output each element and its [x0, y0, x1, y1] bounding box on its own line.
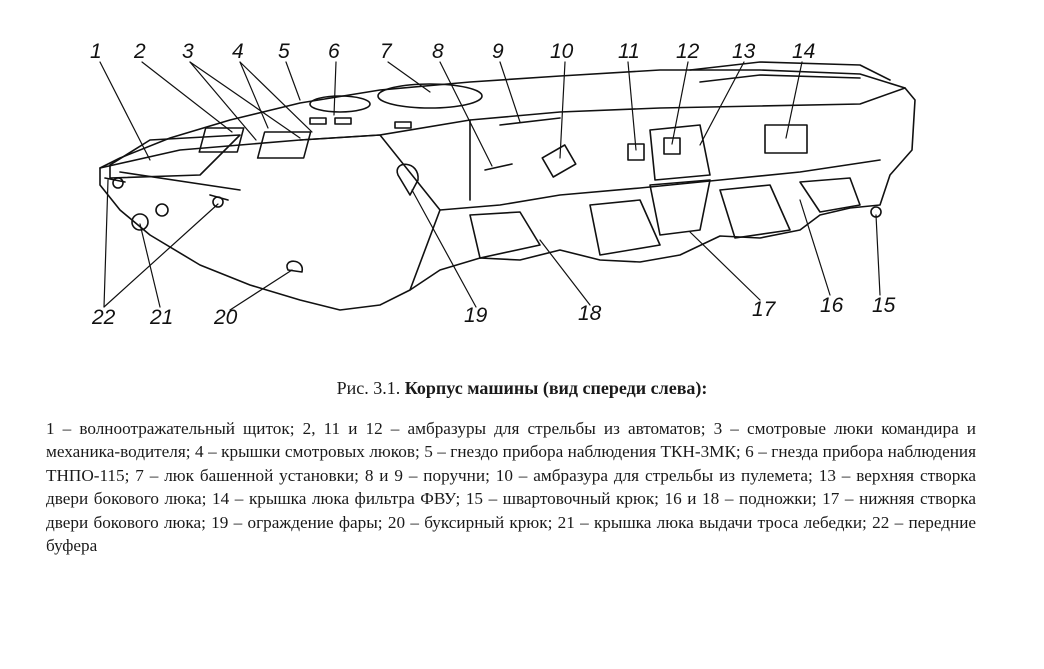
side-skirt — [439, 159, 881, 211]
callout-14: 14 — [792, 40, 815, 63]
callout-15: 15 — [872, 294, 896, 317]
legend-item-13: 16 и 18 – подножки; — [664, 489, 817, 509]
callout-16: 16 — [820, 294, 844, 317]
legend-item-1: 1 – волноотражательный щиток; — [46, 419, 295, 438]
callout-22: 22 — [91, 306, 116, 329]
hull-outline — [99, 69, 916, 311]
vision-hatch-2 — [256, 131, 312, 159]
callout-18: 18 — [578, 302, 602, 325]
rear-rack — [689, 61, 891, 81]
figure-caption: Рис. 3.1. Корпус машины (вид спереди сле… — [0, 378, 1044, 399]
legend-item-11: 14 – крышка люка фильтра ФВУ; — [212, 489, 461, 509]
callout-10: 10 — [550, 40, 574, 63]
callout-6: 6 — [328, 40, 340, 63]
legend-item-12: 15 – швартовочный крюк; — [465, 489, 659, 509]
callout-12: 12 — [676, 40, 700, 63]
wheel-well-1 — [469, 211, 541, 259]
callout-1: 1 — [90, 40, 102, 63]
legend-item-10: 13 – верхняя створка двери бокового люка… — [46, 465, 976, 509]
callout-4: 4 — [232, 40, 244, 63]
legend-item-8: 8 и 9 – поручни; — [364, 465, 490, 485]
legend-item-6: 6 – гнезда прибора наблюдения ТНПО-115; — [46, 442, 977, 485]
legend-item-5: 5 – гнездо прибора наблюдения ТКН-3МК; — [424, 442, 741, 462]
filter-hatch — [764, 124, 808, 154]
figure-legend: 1 – волноотражательный щиток; 2, 11 и 12… — [46, 417, 976, 557]
handrail-9 — [499, 117, 561, 126]
callout-20: 20 — [213, 306, 238, 329]
legend-item-7: 7 – люк башенной установки; — [135, 465, 359, 485]
caption-prefix: Рис. 3.1. — [336, 378, 401, 398]
legend-item-3: 3 – смотровые люки командира и механика-… — [46, 419, 976, 462]
legend-item-14: 17 – нижняя створка двери бокового люка; — [46, 489, 976, 532]
callout-3: 3 — [182, 40, 194, 63]
callout-8: 8 — [432, 40, 444, 63]
embrasure-12 — [663, 137, 681, 155]
callout-13: 13 — [732, 40, 756, 63]
handrail-8 — [484, 163, 513, 171]
legend-item-17: 21 – крышка люка выдачи троса лебедки; — [557, 512, 867, 532]
caption-title: Корпус машины (вид спереди слева): — [404, 378, 708, 398]
callout-5: 5 — [278, 40, 290, 63]
turret-hatch — [377, 83, 483, 109]
side-door-upper — [649, 124, 711, 181]
callout-17: 17 — [752, 298, 777, 321]
wheel-well-3 — [719, 184, 791, 239]
legend-item-15: 19 – ограждение фары; — [211, 512, 383, 532]
legend-item-16: 20 – буксирный крюк; — [387, 512, 553, 532]
callout-21: 21 — [149, 306, 173, 329]
upper-deck-edge — [99, 87, 906, 169]
side-door-lower — [649, 179, 711, 236]
winch-hatch — [131, 213, 149, 231]
wave-deflector — [109, 134, 241, 179]
callout-11: 11 — [618, 40, 640, 63]
callout-9: 9 — [492, 40, 504, 63]
callout-7: 7 — [380, 40, 393, 63]
callout-2: 2 — [133, 40, 146, 63]
legend-item-2: 2, 11 и 12 – амбразуры для стрельбы из а… — [302, 419, 706, 438]
headlight-guard — [396, 163, 419, 196]
callout-19: 19 — [464, 304, 488, 327]
legend-item-9: 10 – амбразура для стрельбы из пулемета; — [495, 465, 813, 485]
vision-hatch-1 — [198, 127, 245, 153]
legend-item-4: 4 – крышки смотровых люков; — [195, 442, 420, 462]
mg-embrasure — [541, 144, 577, 178]
vehicle-hull-diagram: 1 2 3 4 5 6 7 8 9 10 11 12 13 14 15 16 1… — [90, 40, 916, 329]
wheel-well-4 — [799, 177, 861, 213]
legend-item-18: 22 – передние буфера — [46, 512, 977, 556]
tow-hook — [286, 260, 303, 273]
wheel-well-2 — [589, 199, 661, 256]
